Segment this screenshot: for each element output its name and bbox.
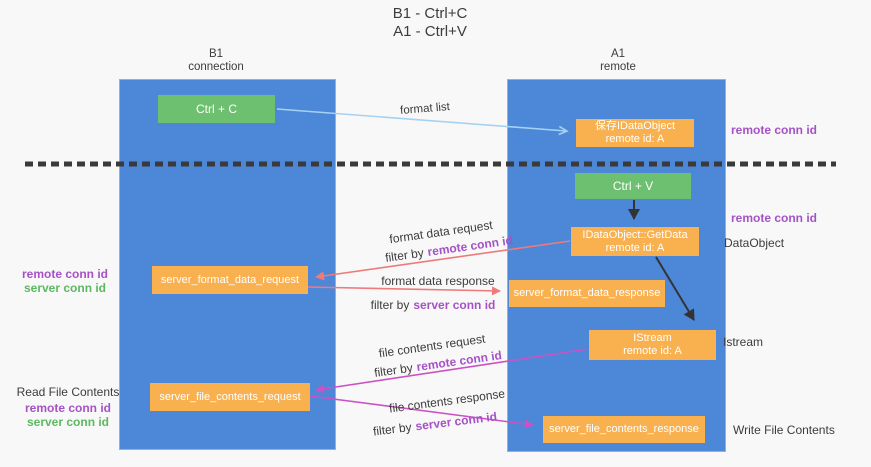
node-server-format-data-request: server_format_data_request: [152, 266, 308, 294]
filter-by-text: filter by: [373, 360, 414, 380]
node-server-file-contents-response: server_file_contents_response: [543, 416, 705, 443]
node-istream-line2: remote id: A: [623, 345, 682, 357]
label-format-data-response: format data response: [381, 274, 495, 288]
filter-by-text: filter by: [370, 298, 410, 312]
node-istream: IStream remote id: A: [589, 330, 716, 360]
node-idataobject-getdata-line1: IDataObject::GetData: [582, 228, 688, 241]
server-conn-id-text: server conn id: [414, 409, 498, 434]
lane-header-a1: A1 remote: [568, 48, 668, 74]
right-remote-conn-id-1: remote conn id: [731, 123, 818, 137]
node-server-file-contents-response-label: server_file_contents_response: [549, 423, 699, 435]
node-istream-line1: IStream: [633, 332, 672, 344]
lane-header-b1: B1 connection: [166, 48, 266, 74]
title-line-1: B1 - Ctrl+C: [392, 5, 468, 22]
lane-a1-title: A1: [610, 48, 626, 60]
node-server-format-data-response-label: server_format_data_response: [513, 287, 661, 299]
node-server-file-contents-request: server_file_contents_request: [150, 383, 310, 411]
right-dataobject-label: DataObject: [724, 236, 785, 250]
server-conn-id-text: server conn id: [413, 298, 496, 312]
node-ctrl-c-label: Ctrl + C: [195, 101, 237, 116]
lane-b1-subtitle: connection: [188, 61, 244, 73]
left-annotation-format: remote conn id server conn id: [15, 267, 115, 295]
node-server-format-data-request-label: server_format_data_request: [160, 273, 300, 286]
left-remote-conn-id-2: remote conn id: [24, 401, 111, 415]
left-server-conn-id-2: server conn id: [26, 415, 110, 429]
lane-a1-subtitle: remote: [600, 61, 636, 73]
node-ctrl-v: Ctrl + V: [575, 173, 691, 199]
node-idataobject-getdata-line2: remote id: A: [605, 241, 665, 254]
left-read-file-contents: Read File Contents: [16, 385, 120, 399]
node-ctrl-v-label: Ctrl + V: [612, 178, 654, 193]
filter-by-text: filter by: [384, 245, 425, 265]
right-istream-label: Istream: [723, 335, 764, 349]
node-server-file-contents-request-label: server_file_contents_request: [159, 390, 301, 403]
node-save-idataobject-line2: remote id: A: [605, 133, 665, 145]
node-server-format-data-response: server_format_data_response: [509, 280, 665, 307]
node-ctrl-c: Ctrl + C: [158, 95, 275, 123]
right-remote-conn-id-2: remote conn id: [731, 211, 818, 225]
node-idataobject-getdata: IDataObject::GetData remote id: A: [571, 227, 699, 256]
left-annotation-file: Read File Contents remote conn id server…: [13, 385, 123, 429]
title-line-2: A1 - Ctrl+V: [393, 23, 467, 40]
node-save-idataobject-line1: 保存IDataObject: [594, 120, 676, 132]
left-remote-conn-id-1: remote conn id: [21, 267, 108, 281]
left-server-conn-id-1: server conn id: [23, 281, 107, 295]
lane-b1-title: B1: [208, 48, 224, 60]
diagram-title: B1 - Ctrl+C A1 - Ctrl+V: [330, 5, 530, 41]
node-save-idataobject: 保存IDataObject remote id: A: [576, 119, 694, 147]
right-write-file-contents-label: Write File Contents: [733, 423, 835, 437]
filter-by-text: filter by: [372, 419, 413, 439]
label-format-list: format list: [399, 101, 451, 117]
